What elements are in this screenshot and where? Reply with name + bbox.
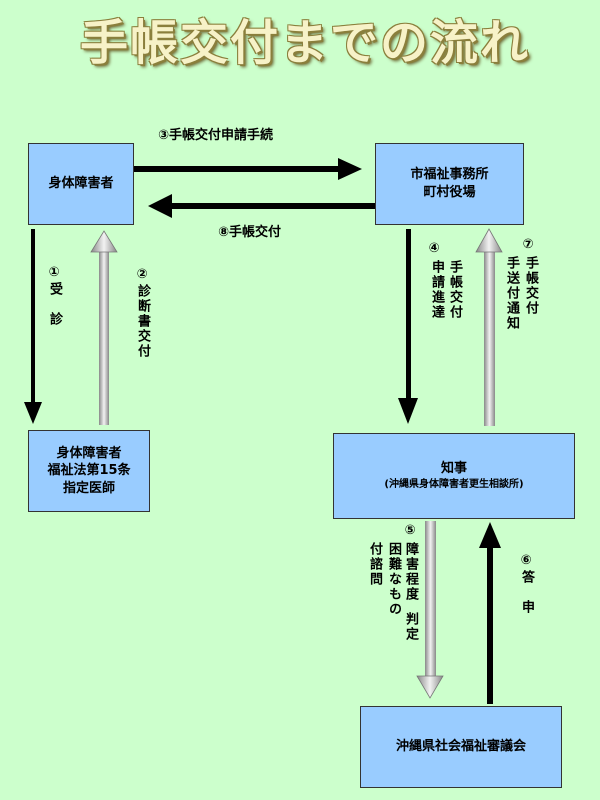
arrow-issue-notebook bbox=[148, 194, 375, 218]
step-2-number: ② bbox=[136, 267, 148, 282]
arrow-consultation bbox=[24, 229, 42, 424]
step-2-text: 診断書交付 bbox=[135, 284, 150, 359]
step-2-label: ② 診断書交付 bbox=[134, 266, 150, 359]
step-5-col2: 困難なもの bbox=[385, 542, 401, 617]
box-welfare-office-line2: 町村役場 bbox=[423, 185, 476, 200]
arrow-consult-council bbox=[416, 521, 444, 699]
step-7-col2: 手送付通知 bbox=[503, 256, 519, 331]
step-6-label: ⑥ 答 申 bbox=[518, 552, 534, 640]
box-governor: 知事 (沖縄県身体障害者更生相談所) bbox=[333, 433, 575, 519]
arrow-application bbox=[132, 158, 362, 180]
step-4-text-2: 手帳交付 bbox=[447, 260, 462, 320]
step-4-col2: 手帳交付 bbox=[446, 260, 462, 320]
page-title: 手帳交付までの流れ bbox=[80, 15, 531, 71]
step-1-number: ① bbox=[48, 265, 60, 280]
box-disabled-person: 身体障害者 bbox=[28, 143, 134, 225]
step-5-text-3: 判定 bbox=[403, 612, 418, 642]
box-designated-doctor-line3: 指定医師 bbox=[62, 480, 115, 496]
step-1-label: ① 受 診 bbox=[46, 264, 62, 352]
step-1-text: 受 診 bbox=[47, 282, 62, 327]
step-6-number: ⑥ bbox=[520, 553, 532, 568]
step-5-col3: 判定 bbox=[402, 612, 418, 642]
box-designated-doctor-line1: 身体障害者 bbox=[56, 445, 122, 461]
step-7-number-col: ⑦ bbox=[520, 236, 536, 254]
step-5-text-1: 障害程度 bbox=[403, 542, 418, 602]
step-5-number: ⑤ bbox=[404, 523, 416, 538]
arrow-report bbox=[479, 522, 501, 704]
box-designated-doctor-line2: 福祉法第15条 bbox=[47, 463, 131, 479]
step-5-text-2: 困難なもの bbox=[386, 542, 401, 617]
step-5-number-col: ⑤ bbox=[402, 522, 418, 540]
step-6-text: 答 申 bbox=[519, 570, 534, 615]
step-4-text-1: 申請進達 bbox=[429, 260, 444, 320]
step-4-number-col: ④ bbox=[426, 240, 442, 258]
step-7-col1: 手帳交付 bbox=[522, 256, 538, 316]
box-welfare-council-label: 沖縄県社会福祉審議会 bbox=[395, 739, 526, 755]
step-4-col1: 申請進達 bbox=[428, 260, 444, 320]
box-welfare-office-line1: 市福祉事務所 bbox=[410, 167, 489, 183]
arrow-certificate bbox=[90, 230, 118, 425]
step-5-col1: 障害程度 bbox=[402, 542, 418, 602]
box-disabled-person-label: 身体障害者 bbox=[48, 176, 114, 192]
box-welfare-office: 市福祉事務所 町村役場 bbox=[375, 143, 524, 225]
arrow-forward-application bbox=[398, 229, 418, 424]
arrow-send-notebook bbox=[475, 228, 503, 426]
step-4-number: ④ bbox=[428, 241, 440, 256]
box-governor-label: 知事 bbox=[440, 461, 467, 477]
step-7-number: ⑦ bbox=[522, 237, 534, 252]
step-7-text-1: 手帳交付 bbox=[523, 256, 538, 316]
step-5-col4: 付諮問 bbox=[366, 542, 382, 587]
box-governor-sublabel: (沖縄県身体障害者更生相談所) bbox=[384, 479, 524, 491]
step-8-label: ⑧手帳交付 bbox=[218, 225, 282, 240]
box-welfare-council: 沖縄県社会福祉審議会 bbox=[360, 706, 562, 788]
step-3-label: ③手帳交付申請手続 bbox=[158, 128, 274, 143]
step-7-text-2: 手送付通知 bbox=[504, 256, 519, 331]
box-designated-doctor: 身体障害者 福祉法第15条 指定医師 bbox=[28, 430, 150, 512]
step-5-text-4: 付諮問 bbox=[367, 542, 382, 587]
